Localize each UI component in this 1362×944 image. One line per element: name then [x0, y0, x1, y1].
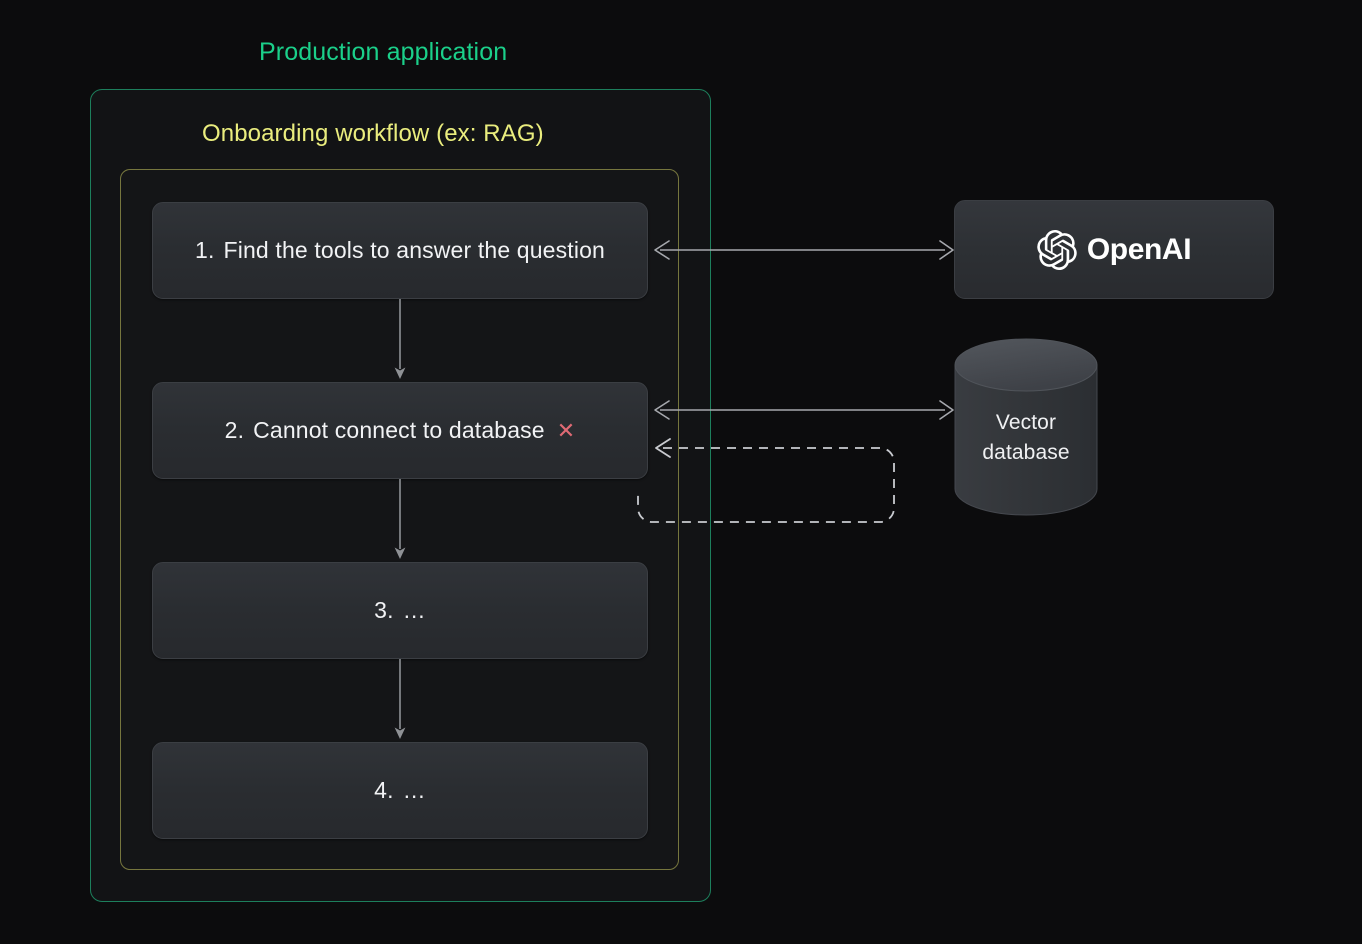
vector-database-cylinder-icon[interactable]	[954, 338, 1098, 516]
workflow-step-4[interactable]: 4. …	[152, 742, 648, 839]
step-2-number: 2.	[224, 417, 245, 443]
step-1-label: Find the tools to answer the question	[223, 237, 605, 263]
step-2-label: Cannot connect to database	[253, 417, 545, 443]
connector-step2-step3-arrow-icon	[394, 479, 406, 559]
workflow-step-1[interactable]: 1. Find the tools to answer the question	[152, 202, 648, 299]
onboarding-workflow-title: Onboarding workflow (ex: RAG)	[202, 120, 544, 147]
openai-blossom-icon	[1037, 229, 1077, 270]
step-4-label: …	[402, 777, 426, 803]
step-3-number: 3.	[374, 597, 394, 623]
connector-step3-step4-arrow-icon	[394, 659, 406, 739]
step-1-number: 1.	[195, 237, 215, 263]
workflow-step-3[interactable]: 3. …	[152, 562, 648, 659]
openai-service-box[interactable]: OpenAI	[954, 200, 1274, 299]
step-4-number: 4.	[374, 777, 394, 803]
workflow-step-2[interactable]: 2. Cannot connect to database ✕	[152, 382, 648, 479]
openai-wordmark-label: OpenAI	[1086, 232, 1192, 266]
connector-step1-step2-arrow-icon	[394, 299, 406, 379]
step-3-label: …	[402, 597, 426, 623]
production-application-title: Production application	[259, 38, 508, 66]
error-x-icon: ✕	[556, 417, 576, 443]
